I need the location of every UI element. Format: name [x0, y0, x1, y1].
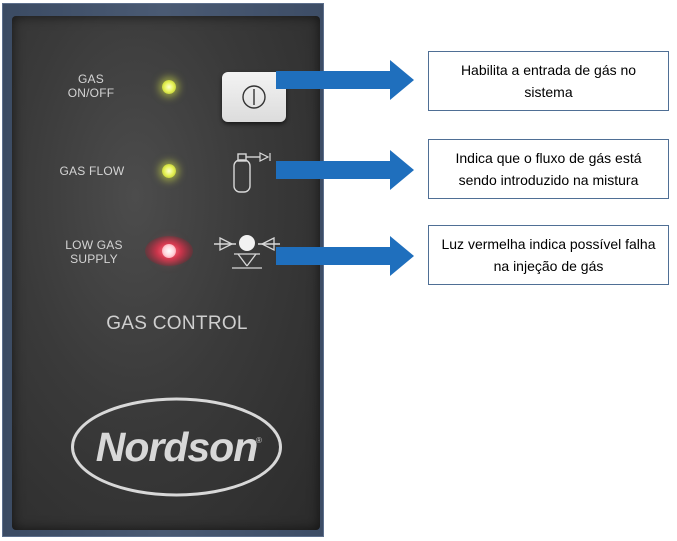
gas-flow-label-line1: GAS FLOW: [59, 164, 125, 178]
callout-low-gas-supply-text: Luz vermelha indica possível falha na in…: [441, 236, 656, 274]
gas-flow-led: [162, 164, 176, 178]
power-button[interactable]: [222, 72, 286, 122]
arrow-3: [276, 236, 414, 276]
low-gas-supply-label-line1: LOW GAS: [65, 238, 123, 252]
low-gas-supply-led: [162, 244, 176, 258]
gas-cylinder-icon: [233, 152, 271, 193]
valve-icon: [214, 235, 280, 269]
gas-flow-label: GAS FLOW: [46, 164, 138, 178]
arrow-1: [276, 60, 414, 100]
callout-gas-flow-text: Indica que o fluxo de gás está sendo int…: [455, 150, 642, 188]
callout-gas-on-off-text: Habilita a entrada de gás no sistema: [460, 62, 637, 100]
brand-name: Nordson: [95, 424, 259, 470]
logo-ellipse: [71, 397, 282, 497]
gas-control-panel: GAS ON/OFF GAS FLOW: [12, 16, 320, 530]
nordson-logo: Nordson ®: [69, 396, 284, 498]
panel-photo: GAS ON/OFF GAS FLOW: [2, 3, 324, 537]
brand-registered-mark: ®: [256, 436, 262, 445]
low-gas-supply-label: LOW GAS SUPPLY: [52, 238, 136, 266]
gas-on-off-label-line1: GAS: [78, 72, 104, 86]
callout-low-gas-supply: Luz vermelha indica possível falha na in…: [428, 225, 669, 285]
gas-on-off-led: [162, 80, 176, 94]
arrow-2: [276, 150, 414, 190]
low-gas-supply-label-line2: SUPPLY: [70, 252, 118, 266]
callout-gas-on-off: Habilita a entrada de gás no sistema: [428, 51, 669, 111]
gas-on-off-label-line2: ON/OFF: [67, 86, 115, 100]
callout-gas-flow: Indica que o fluxo de gás está sendo int…: [428, 139, 669, 199]
gas-on-off-label: GAS ON/OFF: [56, 72, 126, 100]
gas-control-title: GAS CONTROL: [106, 313, 248, 334]
power-icon: [242, 85, 266, 109]
